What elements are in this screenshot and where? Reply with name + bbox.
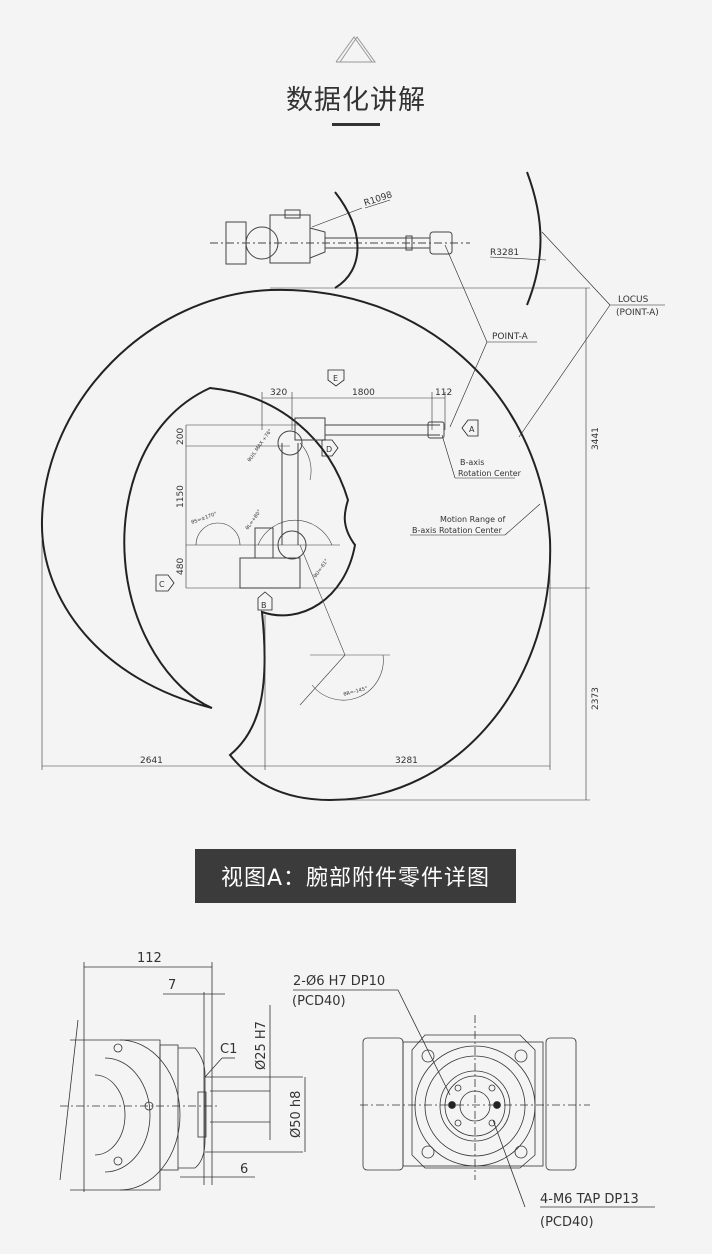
dim-3441: 3441 bbox=[591, 427, 601, 450]
view-marker-c: C bbox=[159, 580, 165, 589]
dim-200: 200 bbox=[176, 428, 186, 445]
locus-label: LOCUS bbox=[618, 295, 649, 305]
r3281-label: R3281 bbox=[490, 248, 519, 258]
detail-phi50: Ø50 h8 bbox=[289, 1091, 304, 1138]
motion-range-label: Motion Range of bbox=[440, 515, 505, 524]
pin-holes-callout: 2-Ø6 H7 DP10 bbox=[293, 974, 385, 989]
dim-1150: 1150 bbox=[176, 485, 186, 508]
title-underline bbox=[332, 123, 380, 126]
dim-2373: 2373 bbox=[591, 687, 601, 710]
angle-s: θS=±170° bbox=[191, 511, 219, 526]
angle-ul-max: θU/L MAX +76° bbox=[247, 428, 274, 463]
detail-phi25: Ø25 H7 bbox=[254, 1021, 269, 1070]
robot-top-view bbox=[210, 209, 470, 265]
detail-c1: C1 bbox=[220, 1042, 237, 1057]
dim-112: 112 bbox=[435, 388, 452, 398]
motion-envelope bbox=[40, 288, 552, 802]
locus-sub-label: (POINT-A) bbox=[616, 308, 659, 318]
view-marker-b: B bbox=[261, 601, 267, 610]
dim-2641: 2641 bbox=[140, 756, 163, 766]
view-a-banner: 视图A：腕部附件零件详图 bbox=[195, 849, 516, 903]
angle-r: θR=-145° bbox=[343, 686, 369, 698]
b-axis-label-2: Rotation Center bbox=[458, 469, 522, 478]
pin-holes-pcd: (PCD40) bbox=[292, 994, 346, 1009]
dim-480: 480 bbox=[176, 558, 186, 575]
wrist-front-detail bbox=[293, 989, 655, 1208]
triangle-icon bbox=[335, 36, 376, 63]
detail-dim-6: 6 bbox=[240, 1162, 248, 1177]
view-marker-e: E bbox=[333, 374, 338, 383]
b-axis-label: B-axis bbox=[460, 458, 484, 467]
dim-1800: 1800 bbox=[352, 388, 375, 398]
detail-dim-112: 112 bbox=[137, 951, 162, 966]
tap-holes-pcd: (PCD40) bbox=[540, 1215, 594, 1230]
r1098-label: R1098 bbox=[363, 190, 394, 209]
view-marker-d: D bbox=[326, 445, 332, 454]
wrist-side-detail bbox=[59, 962, 306, 1192]
point-a-label: POINT-A bbox=[492, 332, 529, 342]
robot-side-view bbox=[195, 417, 445, 706]
motion-range-label-2: B-axis Rotation Center bbox=[412, 526, 503, 535]
dim-3281: 3281 bbox=[395, 756, 418, 766]
angle-u: θU=-61° bbox=[313, 558, 331, 580]
detail-dim-7: 7 bbox=[168, 978, 176, 993]
page-title: 数据化讲解 bbox=[286, 85, 426, 116]
dim-320: 320 bbox=[270, 388, 287, 398]
tap-holes-callout: 4-M6 TAP DP13 bbox=[540, 1192, 639, 1207]
view-marker-a: A bbox=[469, 425, 475, 434]
